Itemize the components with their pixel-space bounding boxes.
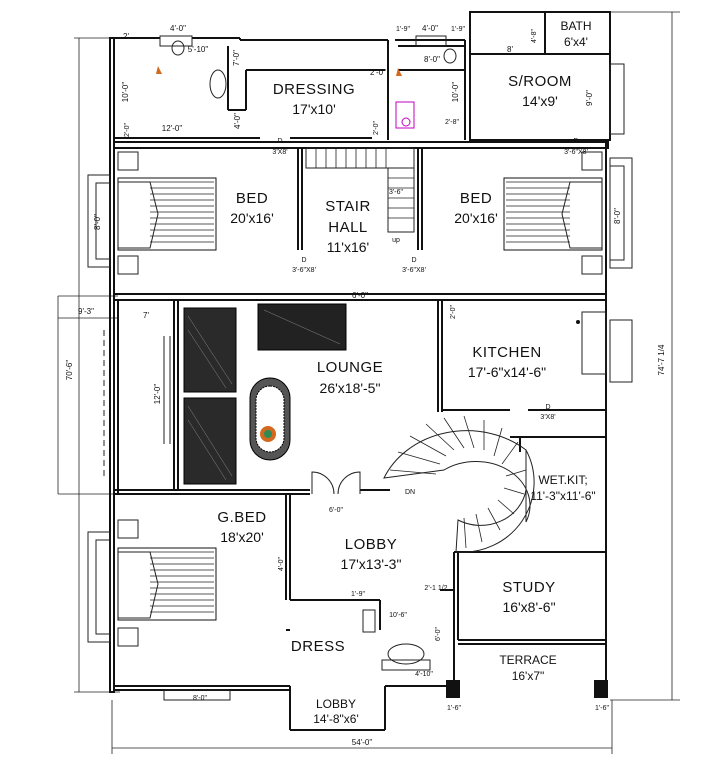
guest-bed-furniture xyxy=(117,519,217,647)
bath-name: BATH xyxy=(560,19,591,33)
bathroom-fixtures xyxy=(156,35,607,671)
dim-overall-width: 54'-0" xyxy=(352,738,373,747)
guest-bed-size: 18'x20' xyxy=(220,529,264,545)
dim-offset-left: 9'-3" xyxy=(78,307,94,316)
dim-8-0: 8'-0" xyxy=(424,55,440,64)
study-size: 16'x8'-6" xyxy=(502,599,555,615)
kit-door: 3'X8' xyxy=(540,414,555,421)
lounge-7: 7' xyxy=(143,311,149,320)
door-d-d: D xyxy=(411,257,416,264)
terrace-columns xyxy=(446,680,608,698)
kit-door-d: D xyxy=(545,404,550,411)
bay-windows xyxy=(87,63,633,701)
wet-kitchen-size: 11'-3"x11'-6" xyxy=(530,489,595,503)
store-size: 14'x9' xyxy=(522,93,558,109)
dim-bed-8-0-l: 8'-0" xyxy=(93,214,102,230)
bed-right-name: BED xyxy=(460,190,492,207)
dim-depth-right: 74'-7 1/4 xyxy=(657,344,666,375)
lobby-entry-size: 14'-8"x6' xyxy=(313,712,359,726)
kitchen-name: KITCHEN xyxy=(472,344,541,361)
bed-left-name: BED xyxy=(236,190,268,207)
lobby-6-0: 6'-0" xyxy=(329,507,343,514)
stair-up: up xyxy=(392,237,400,244)
dimension-labels: 54'-0" 74'-7 1/4 70'-6" 9'-3" 4'-0" 2' 5… xyxy=(65,24,666,747)
dim-ens-4-0: 4'-0" xyxy=(233,113,242,129)
dim-bath-4-8: 4'-8" xyxy=(531,29,538,43)
bed-right-size: 20'x16' xyxy=(454,210,498,226)
lobby-4-0: 4'-0" xyxy=(278,557,285,571)
room-labels: DRESSING 17'x10' BATH 6'x4' S/ROOM 14'x9… xyxy=(217,19,595,726)
door-d-a: D xyxy=(277,138,282,145)
dress-4-10: 4'-10" xyxy=(415,671,433,678)
dim-s-9-0: 9'-0" xyxy=(585,90,594,106)
lounge-sofas xyxy=(163,303,347,485)
lounge-12-0: 12'-0" xyxy=(153,384,162,405)
col-1-6-r: 1'-6" xyxy=(595,705,609,712)
dress-6-0: 6'-0" xyxy=(435,627,442,641)
lounge-name: LOUNGE xyxy=(317,359,383,376)
dim-bath-8: 8' xyxy=(507,45,513,54)
store-name: S/ROOM xyxy=(508,73,572,90)
stair-3-6: 3'-6" xyxy=(389,189,403,196)
kitchen-2-0: 2'-0" xyxy=(450,305,457,319)
dim-ens-10-0: 10'-0" xyxy=(121,82,130,103)
overall-dimension-lines xyxy=(57,11,680,754)
window-8-0: 8'-0" xyxy=(193,695,207,702)
lobby-main-size: 17'x13'-3" xyxy=(341,556,402,572)
door-3-6-8-r: 3'-6"X8' xyxy=(402,267,426,274)
bed-right-furniture xyxy=(503,151,603,275)
guest-bed-name: G.BED xyxy=(217,509,266,526)
dim-ens-12-0: 12'-0" xyxy=(162,124,183,133)
lobby-door xyxy=(311,471,361,495)
stair-hall-line1: STAIR xyxy=(325,198,371,215)
door-3-8-a: 3'X8' xyxy=(272,149,287,156)
dim-top-2: 2' xyxy=(123,32,129,41)
straight-stair xyxy=(305,147,415,233)
study-name: STUDY xyxy=(502,579,555,596)
stair-dn: DN xyxy=(405,489,415,496)
col-1-6-l: 1'-6" xyxy=(447,705,461,712)
lobby-entry-name: LOBBY xyxy=(316,697,356,711)
dim-ens-2-0: 2'-0" xyxy=(124,123,131,137)
dim-dress-7-0: 7'-0" xyxy=(232,50,241,66)
door-3-6-8-l: 3'-6"X8' xyxy=(292,267,316,274)
dim-bed-8-0-r: 8'-0" xyxy=(613,208,622,224)
door-d-b: D xyxy=(573,138,578,145)
stair-hall-size: 11'x16' xyxy=(327,239,369,255)
dim-top-4-0-b: 4'-0" xyxy=(422,24,438,33)
dim-top-1-9-a: 1'-9" xyxy=(396,26,410,33)
dim-top-4-0-a: 4'-0" xyxy=(170,24,186,33)
terrace-size: 16'x7" xyxy=(512,669,545,683)
spiral-stair xyxy=(383,415,535,553)
bed-left-furniture xyxy=(117,151,217,275)
bath-size: 6'x4' xyxy=(564,35,588,49)
door-3-8-b: 3'-6"X8' xyxy=(564,149,588,156)
dim-top-5-10: 5'-10" xyxy=(188,45,209,54)
dim-dress-2-0b: 2'-0" xyxy=(373,121,380,135)
dressing-size: 17'x10' xyxy=(292,101,336,117)
wet-kitchen-name: WET.KIT; xyxy=(538,473,587,487)
dressing-name: DRESSING xyxy=(273,81,355,98)
dim-top-1-9-b: 1'-9" xyxy=(451,26,465,33)
study-2-1-2: 2'-1 1/2 xyxy=(424,585,447,592)
bed-left-size: 20'x16' xyxy=(230,210,274,226)
lounge-size: 26'x18'-5" xyxy=(320,380,381,396)
dim-s-2-8: 2'-8" xyxy=(445,119,459,126)
dim-dress-2-0: 2'-0" xyxy=(370,68,386,77)
terrace-name: TERRACE xyxy=(499,653,556,667)
dress-1-9: 1'-9" xyxy=(351,591,365,598)
dim-depth-left: 70'-6" xyxy=(65,360,74,381)
lobby-main-name: LOBBY xyxy=(345,536,398,553)
door-d-c: D xyxy=(301,257,306,264)
dress-10-6: 10'-6" xyxy=(389,612,407,619)
dress-name: DRESS xyxy=(291,638,345,655)
gap-6-0: 6'-0" xyxy=(352,291,368,300)
stair-hall-line2: HALL xyxy=(328,219,368,236)
dim-s-10-0: 10'-0" xyxy=(451,82,460,103)
kitchen-size: 17'-6"x14'-6" xyxy=(468,364,546,380)
interior-walls xyxy=(113,45,607,686)
